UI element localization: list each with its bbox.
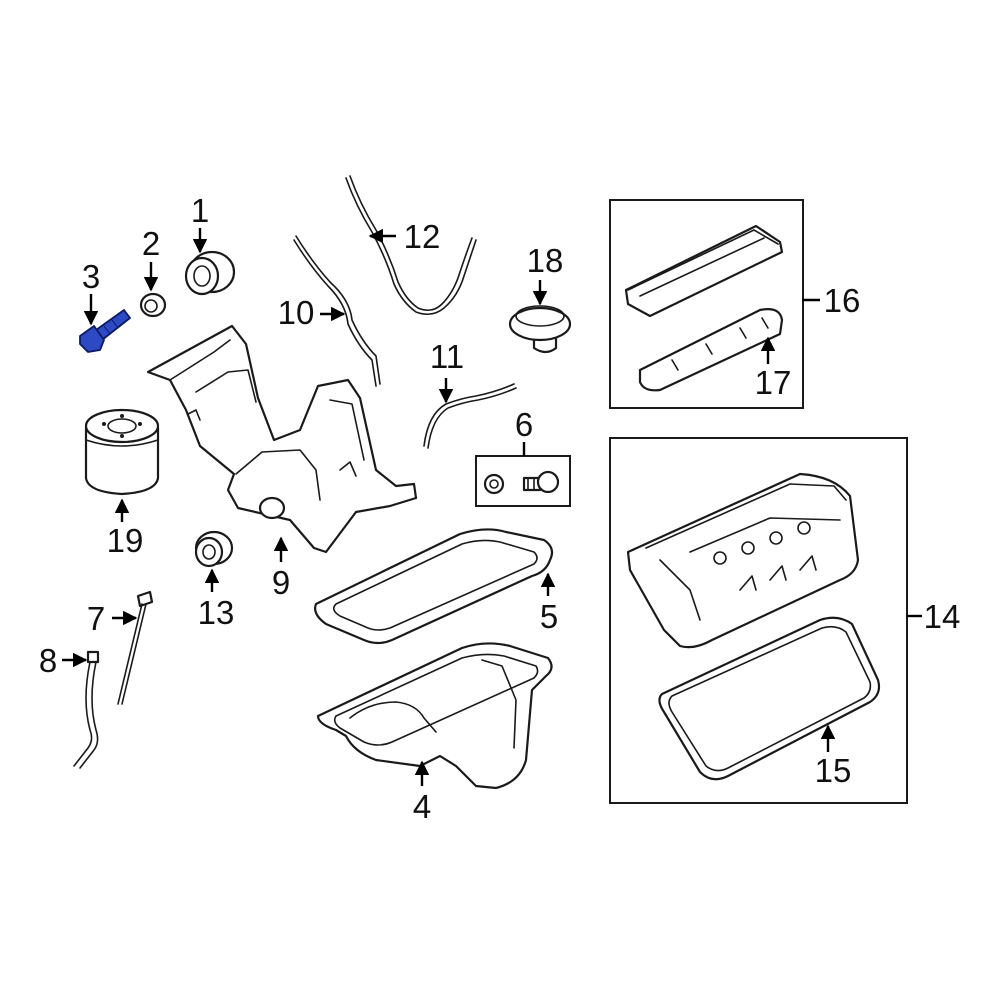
svg-text:19: 19 — [107, 522, 144, 559]
part-18-oil-cap[interactable] — [508, 305, 572, 354]
part-15-gasket[interactable] — [658, 616, 881, 781]
svg-text:7: 7 — [87, 600, 105, 637]
svg-text:2: 2 — [142, 225, 160, 262]
svg-text:9: 9 — [272, 564, 290, 601]
callout-11: 11 — [430, 338, 464, 404]
svg-text:10: 10 — [278, 294, 315, 331]
svg-text:14: 14 — [924, 598, 961, 635]
part-6-drain-plug-kit[interactable] — [475, 455, 571, 507]
callout-8: 8 — [39, 642, 88, 679]
svg-text:3: 3 — [82, 258, 100, 295]
part-14-valve-cover[interactable] — [626, 472, 860, 649]
part-5-pan-gasket[interactable] — [314, 528, 554, 645]
part-2-washer[interactable] — [139, 292, 167, 318]
svg-text:12: 12 — [404, 218, 441, 255]
svg-text:13: 13 — [198, 594, 235, 631]
callout-4: 4 — [413, 760, 431, 825]
svg-text:18: 18 — [527, 242, 564, 279]
callout-19: 19 — [107, 498, 144, 559]
svg-text:11: 11 — [430, 338, 464, 375]
callout-5: 5 — [540, 572, 558, 635]
part-8-dipstick-tube[interactable] — [73, 650, 100, 769]
svg-text:6: 6 — [515, 406, 533, 443]
callout-10: 10 — [278, 294, 346, 331]
callout-7: 7 — [87, 600, 138, 637]
callout-9: 9 — [272, 536, 290, 601]
svg-text:16: 16 — [824, 282, 861, 319]
callout-15: 15 — [815, 724, 852, 789]
callout-14: 14 — [906, 598, 960, 635]
callout-17: 17 — [755, 336, 792, 401]
svg-text:15: 15 — [815, 752, 852, 789]
part-4-oil-pan[interactable] — [316, 642, 553, 790]
part-19-oil-filter[interactable] — [84, 408, 160, 496]
part-13-seal[interactable] — [194, 530, 234, 568]
callout-2: 2 — [142, 225, 160, 292]
svg-text:4: 4 — [413, 788, 431, 825]
part-17-insulator[interactable] — [638, 308, 784, 392]
callout-1: 1 — [191, 192, 209, 254]
callout-3: 3 — [82, 258, 100, 326]
callout-16: 16 — [802, 282, 860, 319]
part-7-dipstick[interactable] — [117, 590, 154, 705]
part-3-bolt-highlighted[interactable] — [79, 309, 131, 353]
callout-18: 18 — [527, 242, 564, 306]
part-16-cover-trim[interactable] — [624, 224, 784, 318]
callout-12: 12 — [368, 218, 441, 255]
part-1-seal[interactable] — [184, 250, 236, 296]
callout-6: 6 — [515, 406, 533, 456]
svg-text:5: 5 — [540, 598, 558, 635]
part-14-box — [609, 437, 908, 804]
callout-13: 13 — [198, 568, 235, 631]
part-16-box — [609, 199, 804, 409]
part-11-gasket[interactable] — [423, 383, 517, 449]
svg-text:17: 17 — [755, 364, 792, 401]
svg-text:8: 8 — [39, 642, 57, 679]
part-9-front-cover[interactable] — [146, 324, 418, 554]
svg-text:1: 1 — [191, 192, 209, 229]
